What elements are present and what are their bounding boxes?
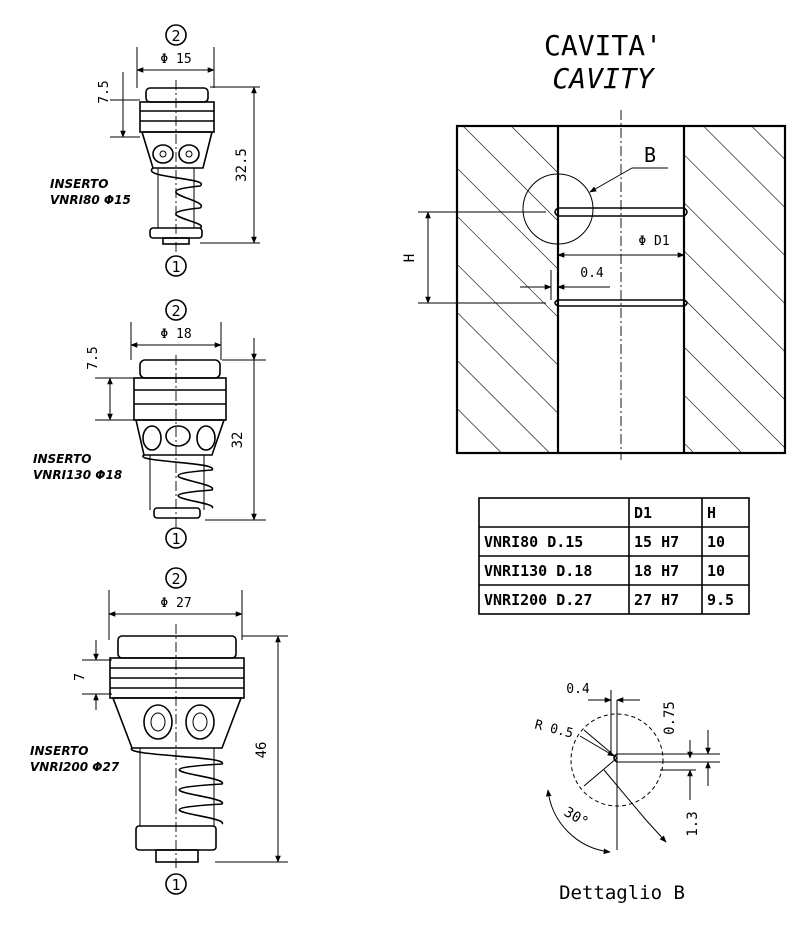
port-1-label: 1 — [171, 258, 180, 276]
insert-body — [109, 624, 245, 868]
dimension-table: D1 H VNRI80 D.15 15 H7 10 VNRI130 D.18 1… — [478, 497, 750, 615]
cavity-wall-right — [684, 126, 785, 453]
port-2-label: 2 — [171, 27, 180, 45]
detail-075-label: 0.75 — [662, 701, 678, 735]
insert-name: INSERTO — [50, 177, 108, 191]
cavity-title-en: CAVITY — [552, 62, 655, 95]
port-1-marker: 1 — [165, 527, 187, 549]
port-1-marker: 1 — [165, 873, 187, 895]
cavity-04-label: 0.4 — [580, 266, 604, 281]
insert-vnri200: 2 Φ 27 7 46 — [30, 567, 288, 895]
table-cell: 18 H7 — [634, 562, 679, 580]
insert-vnri80: 2 Φ 15 7.5 32.5 — [50, 24, 260, 277]
detail-13-label: 1.3 — [685, 811, 701, 836]
table-cell: VNRI80 D.15 — [484, 533, 583, 551]
detail-b-circle — [522, 173, 594, 245]
detail-angle-label: 30° — [561, 804, 591, 831]
detail-title: Dettaglio B — [559, 882, 685, 904]
insert-body — [133, 355, 227, 528]
port-1-marker: 1 — [165, 255, 187, 277]
height-total-label: 46 — [254, 742, 270, 759]
cavity-section: CAVITA' CAVITY B Φ D1 H 0.4 — [402, 29, 787, 460]
table-header-h: H — [707, 504, 716, 522]
insert-vnri130: 2 Φ 18 7.5 32 — [33, 299, 266, 549]
table-cell: 15 H7 — [634, 533, 679, 551]
port-2-marker: 2 — [165, 299, 187, 321]
insert-body — [139, 80, 215, 252]
height-total-label: 32.5 — [234, 148, 250, 182]
dia-label: Φ 15 — [160, 52, 191, 67]
table-cell: 10 — [707, 533, 725, 551]
port-2-marker: 2 — [165, 24, 187, 46]
port-2-label: 2 — [171, 570, 180, 588]
port-2-marker: 2 — [165, 567, 187, 589]
insert-model: VNRI130 Φ18 — [33, 468, 122, 482]
table-cell: VNRI130 D.18 — [484, 562, 592, 580]
table-cell: VNRI200 D.27 — [484, 591, 592, 609]
detail-b-view: 0.4 0.75 1.3 R 0.5 30° Dettaglio B — [533, 682, 720, 904]
detail-r05-label: R 0.5 — [533, 718, 575, 742]
port-2-label: 2 — [171, 302, 180, 320]
cavity-h-label: H — [402, 254, 418, 262]
table-cell: 10 — [707, 562, 725, 580]
height-top-label: 7 — [73, 673, 88, 681]
dia-label: Φ 27 — [160, 596, 191, 611]
table-cell: 9.5 — [707, 591, 734, 609]
dia-label: Φ 18 — [160, 327, 191, 342]
cavity-wall-left — [457, 126, 558, 453]
height-total-label: 32 — [230, 432, 246, 449]
table-cell: 27 H7 — [634, 591, 679, 609]
height-top-label: 7.5 — [97, 80, 112, 103]
cavity-title-it: CAVITA' — [544, 29, 662, 62]
detail-b-marker: B — [644, 143, 656, 167]
cavity-d1-label: Φ D1 — [638, 234, 669, 249]
port-1-label: 1 — [171, 876, 180, 894]
height-top-label: 7.5 — [86, 346, 101, 369]
insert-model: VNRI80 Φ15 — [50, 193, 131, 207]
insert-name: INSERTO — [30, 744, 88, 758]
table-header-d1: D1 — [634, 504, 652, 522]
insert-name: INSERTO — [33, 452, 91, 466]
detail-04-label: 0.4 — [566, 682, 590, 697]
insert-model: VNRI200 Φ27 — [30, 760, 120, 774]
port-1-label: 1 — [171, 530, 180, 548]
